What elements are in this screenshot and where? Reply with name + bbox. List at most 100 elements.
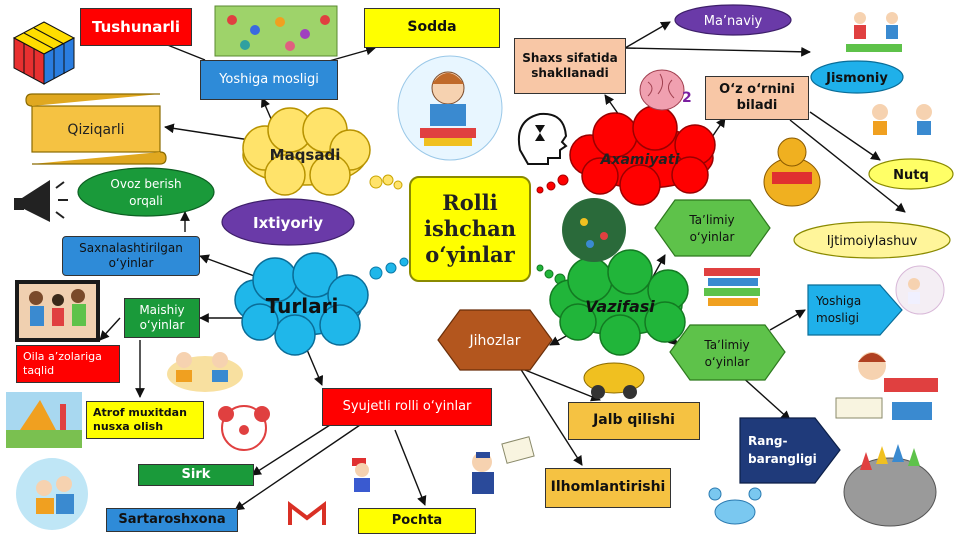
family-picture bbox=[15, 280, 100, 342]
node-yoshiga-mosligi-right-shape[interactable] bbox=[807, 284, 903, 336]
winnie-pooh-picture bbox=[763, 137, 821, 207]
branch-maqsadi-label: Maqsadi bbox=[270, 146, 341, 164]
node-maishiy-line1: Maishiy bbox=[139, 303, 185, 317]
mario-picture bbox=[352, 458, 370, 492]
node-pochta-label: Pochta bbox=[391, 512, 443, 528]
center-title[interactable]: Rolli ishchan o‘yinlar bbox=[409, 176, 531, 282]
node-rang-line1: Rang- bbox=[748, 434, 787, 448]
node-shaxs-line1: Shaxs sifatida bbox=[522, 51, 618, 65]
node-saxnalashtirilgan-line1: Saxnalashtirilgan bbox=[79, 241, 183, 255]
node-maishiy-line2: o‘yinlar bbox=[139, 318, 185, 332]
bubble-trail-axamiyati bbox=[536, 174, 569, 194]
node-sodda[interactable]: Sodda bbox=[364, 8, 500, 48]
node-yoshiga-mosligi-top-label: Yoshiga mosligi bbox=[219, 71, 319, 87]
node-jihozlar-shape[interactable] bbox=[437, 309, 553, 371]
node-qiziqarli-label: Qiziqarli bbox=[67, 122, 124, 138]
node-ixtiyoriy-shape[interactable] bbox=[221, 198, 355, 246]
branch-vazifasi-label: Vazifasi bbox=[585, 297, 655, 316]
node-atrof[interactable]: Atrof muxitdan nusxa olish bbox=[86, 401, 204, 439]
node-yoshiga-mosligi-right-line1: Yoshiga bbox=[815, 294, 861, 308]
node-sirk-label: Sirk bbox=[181, 466, 211, 482]
svg-text:2: 2 bbox=[682, 90, 692, 106]
bubble-trail-maqsadi bbox=[369, 174, 403, 190]
node-rang-shape[interactable] bbox=[739, 417, 841, 484]
books-stack-picture bbox=[704, 268, 760, 306]
node-sirk[interactable]: Sirk bbox=[138, 464, 254, 486]
talking-kids-picture bbox=[872, 104, 932, 135]
node-oz-ornini[interactable]: O‘z o‘rnini biladi bbox=[705, 76, 809, 120]
toy-car-picture[interactable] bbox=[583, 362, 645, 399]
node-ovoz-berish-shape[interactable] bbox=[77, 167, 215, 217]
branch-axamiyati-label: Axamiyati bbox=[600, 152, 680, 168]
node-sodda-label: Sodda bbox=[407, 19, 457, 36]
node-jalb-qilishi[interactable]: Jalb qilishi bbox=[568, 402, 700, 440]
node-ilhomlantirishi-label: Ilhomlantirishi bbox=[550, 479, 666, 496]
node-maishiy[interactable]: Maishiy o‘yinlar bbox=[124, 298, 200, 338]
bubble-trail-vazifasi bbox=[536, 264, 566, 285]
bubble-trail-turlari bbox=[369, 257, 409, 280]
node-manaviy-label: Ma’naviy bbox=[704, 14, 763, 29]
node-talimiy-top-shape[interactable] bbox=[654, 199, 771, 257]
kids-hairdresser-picture bbox=[16, 458, 88, 530]
node-oila[interactable]: Oila a’zolariga taqlid bbox=[16, 345, 120, 383]
node-tushunarli[interactable]: Tushunarli bbox=[80, 8, 192, 46]
clown-picture bbox=[218, 405, 270, 451]
cloud-maqsadi[interactable] bbox=[242, 107, 371, 196]
center-title-line1: Rolli bbox=[442, 189, 498, 215]
cloud-vazifasi[interactable] bbox=[549, 249, 689, 356]
cloud-axamiyati[interactable] bbox=[569, 105, 716, 206]
node-oz-ornini-line1: O‘z o‘rnini bbox=[719, 81, 795, 97]
node-atrof-line2: nusxa olish bbox=[93, 420, 164, 433]
reading-girl-picture bbox=[397, 55, 503, 161]
center-title-line3: o‘yinlar bbox=[425, 242, 515, 268]
megaphone-icon bbox=[14, 180, 68, 222]
hedgehog-picture bbox=[843, 444, 937, 527]
node-syujetli-label: Syujetli rolli o‘yinlar bbox=[342, 398, 472, 414]
rubiks-cube-icon bbox=[12, 21, 76, 85]
gmail-icon bbox=[288, 500, 326, 525]
node-qiziqarli-shape[interactable] bbox=[25, 93, 167, 165]
playground-kids-picture bbox=[214, 5, 338, 57]
playground-slide-picture bbox=[6, 392, 82, 448]
kids-mat-picture bbox=[562, 198, 626, 262]
node-rang-line2: barangligi bbox=[748, 452, 817, 466]
node-atrof-line1: Atrof muxitdan bbox=[93, 406, 187, 420]
node-ovoz-berish-line1: Ovoz berish bbox=[110, 177, 181, 191]
node-ovoz-berish-line2: orqali bbox=[129, 194, 163, 208]
node-ijtimoiy-shape[interactable] bbox=[793, 221, 951, 259]
node-syujetli[interactable]: Syujetli rolli o‘yinlar bbox=[322, 388, 492, 426]
node-talimiy-bottom-shape[interactable] bbox=[669, 324, 786, 381]
node-shaxs-line2: shakllanadi bbox=[531, 66, 609, 80]
node-ixtiyoriy-label: Ixtiyoriy bbox=[253, 214, 323, 232]
doctor-kid-picture bbox=[895, 265, 945, 315]
brain-icon: 2 bbox=[639, 69, 692, 111]
node-yoshiga-mosligi-top[interactable]: Yoshiga mosligi bbox=[200, 60, 338, 100]
node-oila-line1: Oila a’zolariga bbox=[23, 350, 102, 364]
node-oz-ornini-line2: biladi bbox=[736, 98, 778, 113]
kids-exercising-picture bbox=[840, 10, 910, 56]
postman-picture bbox=[472, 436, 535, 494]
node-sartaroshxona[interactable]: Sartaroshxona bbox=[106, 508, 238, 532]
cloud-turlari[interactable] bbox=[234, 252, 369, 356]
node-talimiy-top-line2: o‘yinlar bbox=[690, 230, 735, 244]
node-shaxs[interactable]: Shaxs sifatida shakllanadi bbox=[514, 38, 626, 94]
node-jihozlar-label: Jihozlar bbox=[468, 333, 520, 349]
node-yoshiga-mosligi-right-line2: mosligi bbox=[816, 311, 859, 325]
node-nutq-label: Nutq bbox=[893, 168, 929, 183]
reading-girl-lying-picture bbox=[835, 352, 938, 420]
kids-playing-floor-picture bbox=[167, 352, 243, 392]
node-tushunarli-label: Tushunarli bbox=[91, 17, 181, 36]
node-saxnalashtirilgan[interactable]: Saxnalashtirilgan o‘yinlar bbox=[62, 236, 200, 276]
node-oila-line2: taqlid bbox=[23, 364, 55, 377]
node-jismoniy-label: Jismoniy bbox=[825, 71, 888, 86]
node-jalb-qilishi-label: Jalb qilishi bbox=[593, 412, 675, 429]
node-ilhomlantirishi[interactable]: Ilhomlantirishi bbox=[545, 468, 671, 508]
center-title-line2: ishchan bbox=[424, 215, 516, 241]
node-manaviy-shape[interactable] bbox=[674, 4, 792, 36]
head-hourglass-icon bbox=[518, 112, 568, 165]
node-jismoniy-shape[interactable] bbox=[810, 60, 904, 94]
node-pochta[interactable]: Pochta bbox=[358, 508, 476, 534]
node-nutq-shape[interactable] bbox=[868, 158, 954, 190]
node-saxnalashtirilgan-line2: o‘yinlar bbox=[108, 256, 154, 270]
